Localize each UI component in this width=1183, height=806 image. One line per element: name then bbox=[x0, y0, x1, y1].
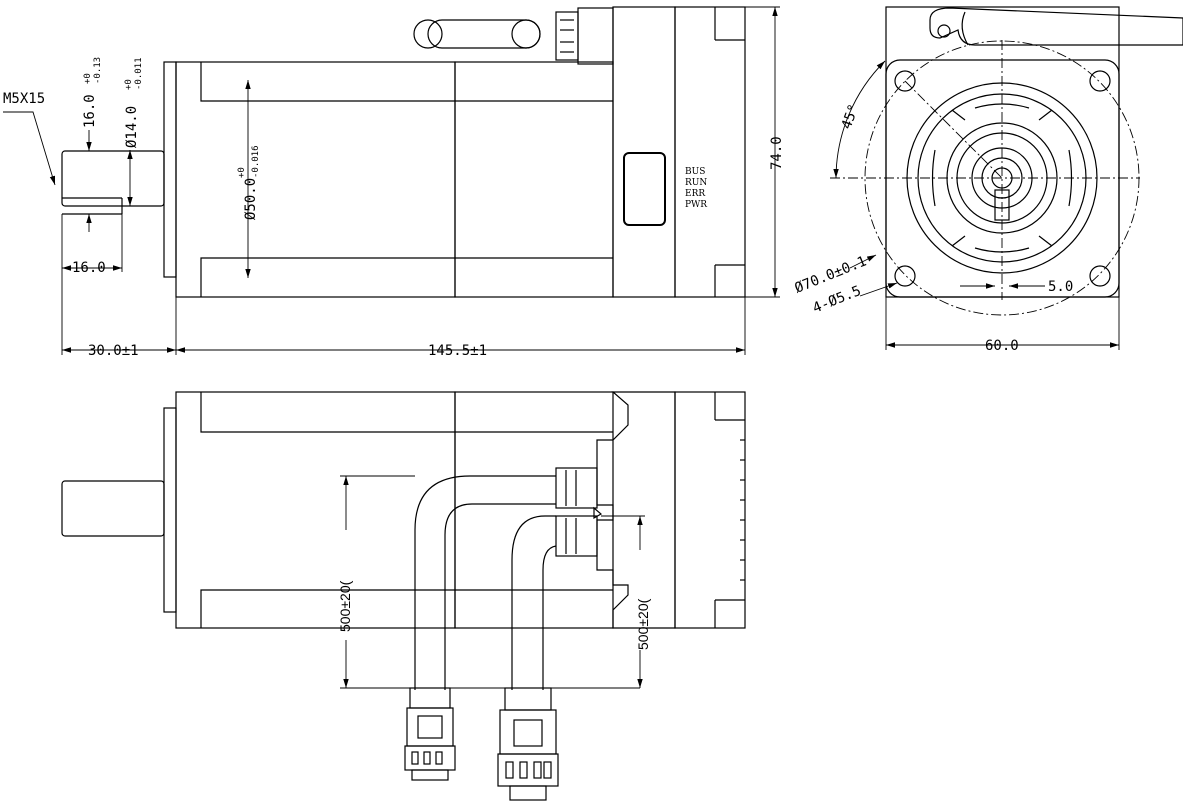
vent-ticks bbox=[740, 439, 745, 581]
side-view: BUS RUN ERR PWR Ø50.0 +0 -0.016 16.0 +0 … bbox=[3, 6, 785, 359]
pilot-dia-label: Ø50.0 bbox=[243, 178, 259, 220]
led-window bbox=[623, 152, 666, 226]
cable-length-1-label: 500±20( bbox=[337, 580, 353, 632]
drive-cover bbox=[674, 6, 746, 298]
bolt-hole bbox=[1089, 70, 1111, 92]
motor-body bbox=[175, 61, 456, 298]
shaft bbox=[61, 150, 165, 207]
bottom-view: 500±20( 500±20( bbox=[61, 391, 746, 801]
led-label-bus: BUS bbox=[685, 167, 705, 177]
flange-square bbox=[885, 59, 1120, 298]
plug-2 bbox=[497, 687, 559, 801]
cable-encoder bbox=[511, 515, 556, 690]
cable-length-2-label: 500±20( bbox=[635, 598, 651, 650]
shaft-dia-label: Ø14.0 bbox=[124, 106, 140, 148]
svg-text:+0: +0 bbox=[124, 79, 134, 90]
svg-text:-0.016: -0.016 bbox=[251, 145, 261, 178]
key-length-label: 16.0 bbox=[72, 260, 106, 276]
connector-tab bbox=[929, 7, 1183, 46]
bolt-hole bbox=[1089, 265, 1111, 287]
flange-face bbox=[163, 61, 177, 278]
led-label-run: RUN bbox=[685, 178, 707, 188]
shaft-length-label: 16.0 bbox=[82, 94, 98, 128]
svg-text:+0: +0 bbox=[83, 73, 93, 84]
led-label-pwr: PWR bbox=[685, 200, 707, 210]
flange-width-label: 60.0 bbox=[985, 338, 1019, 354]
bolt-hole bbox=[894, 265, 916, 287]
svg-text:+0: +0 bbox=[237, 167, 247, 178]
body-length-label: 145.5±1 bbox=[428, 343, 487, 359]
cable-power bbox=[414, 475, 556, 690]
led-label-err: ERR bbox=[685, 189, 705, 199]
top-connectors bbox=[413, 7, 614, 65]
key-width-label: 5.0 bbox=[1048, 279, 1073, 295]
motor-rear bbox=[454, 61, 614, 298]
thread-label: M5X15 bbox=[3, 91, 45, 107]
angle-label: 45° bbox=[839, 102, 863, 131]
height-label: 74.0 bbox=[769, 136, 785, 170]
front-view: 45° 5.0 Ø70.0±0.1 4-Ø5.5 60.0 bbox=[793, 6, 1183, 354]
plug-1 bbox=[404, 687, 456, 781]
svg-text:-0.13: -0.13 bbox=[93, 57, 103, 84]
shaft-ext-label: 30.0±1 bbox=[88, 343, 139, 359]
svg-text:-0.011: -0.011 bbox=[134, 57, 144, 90]
front-housing bbox=[885, 6, 1120, 298]
motor-body-bottom bbox=[175, 391, 456, 629]
bolt-hole bbox=[894, 70, 916, 92]
